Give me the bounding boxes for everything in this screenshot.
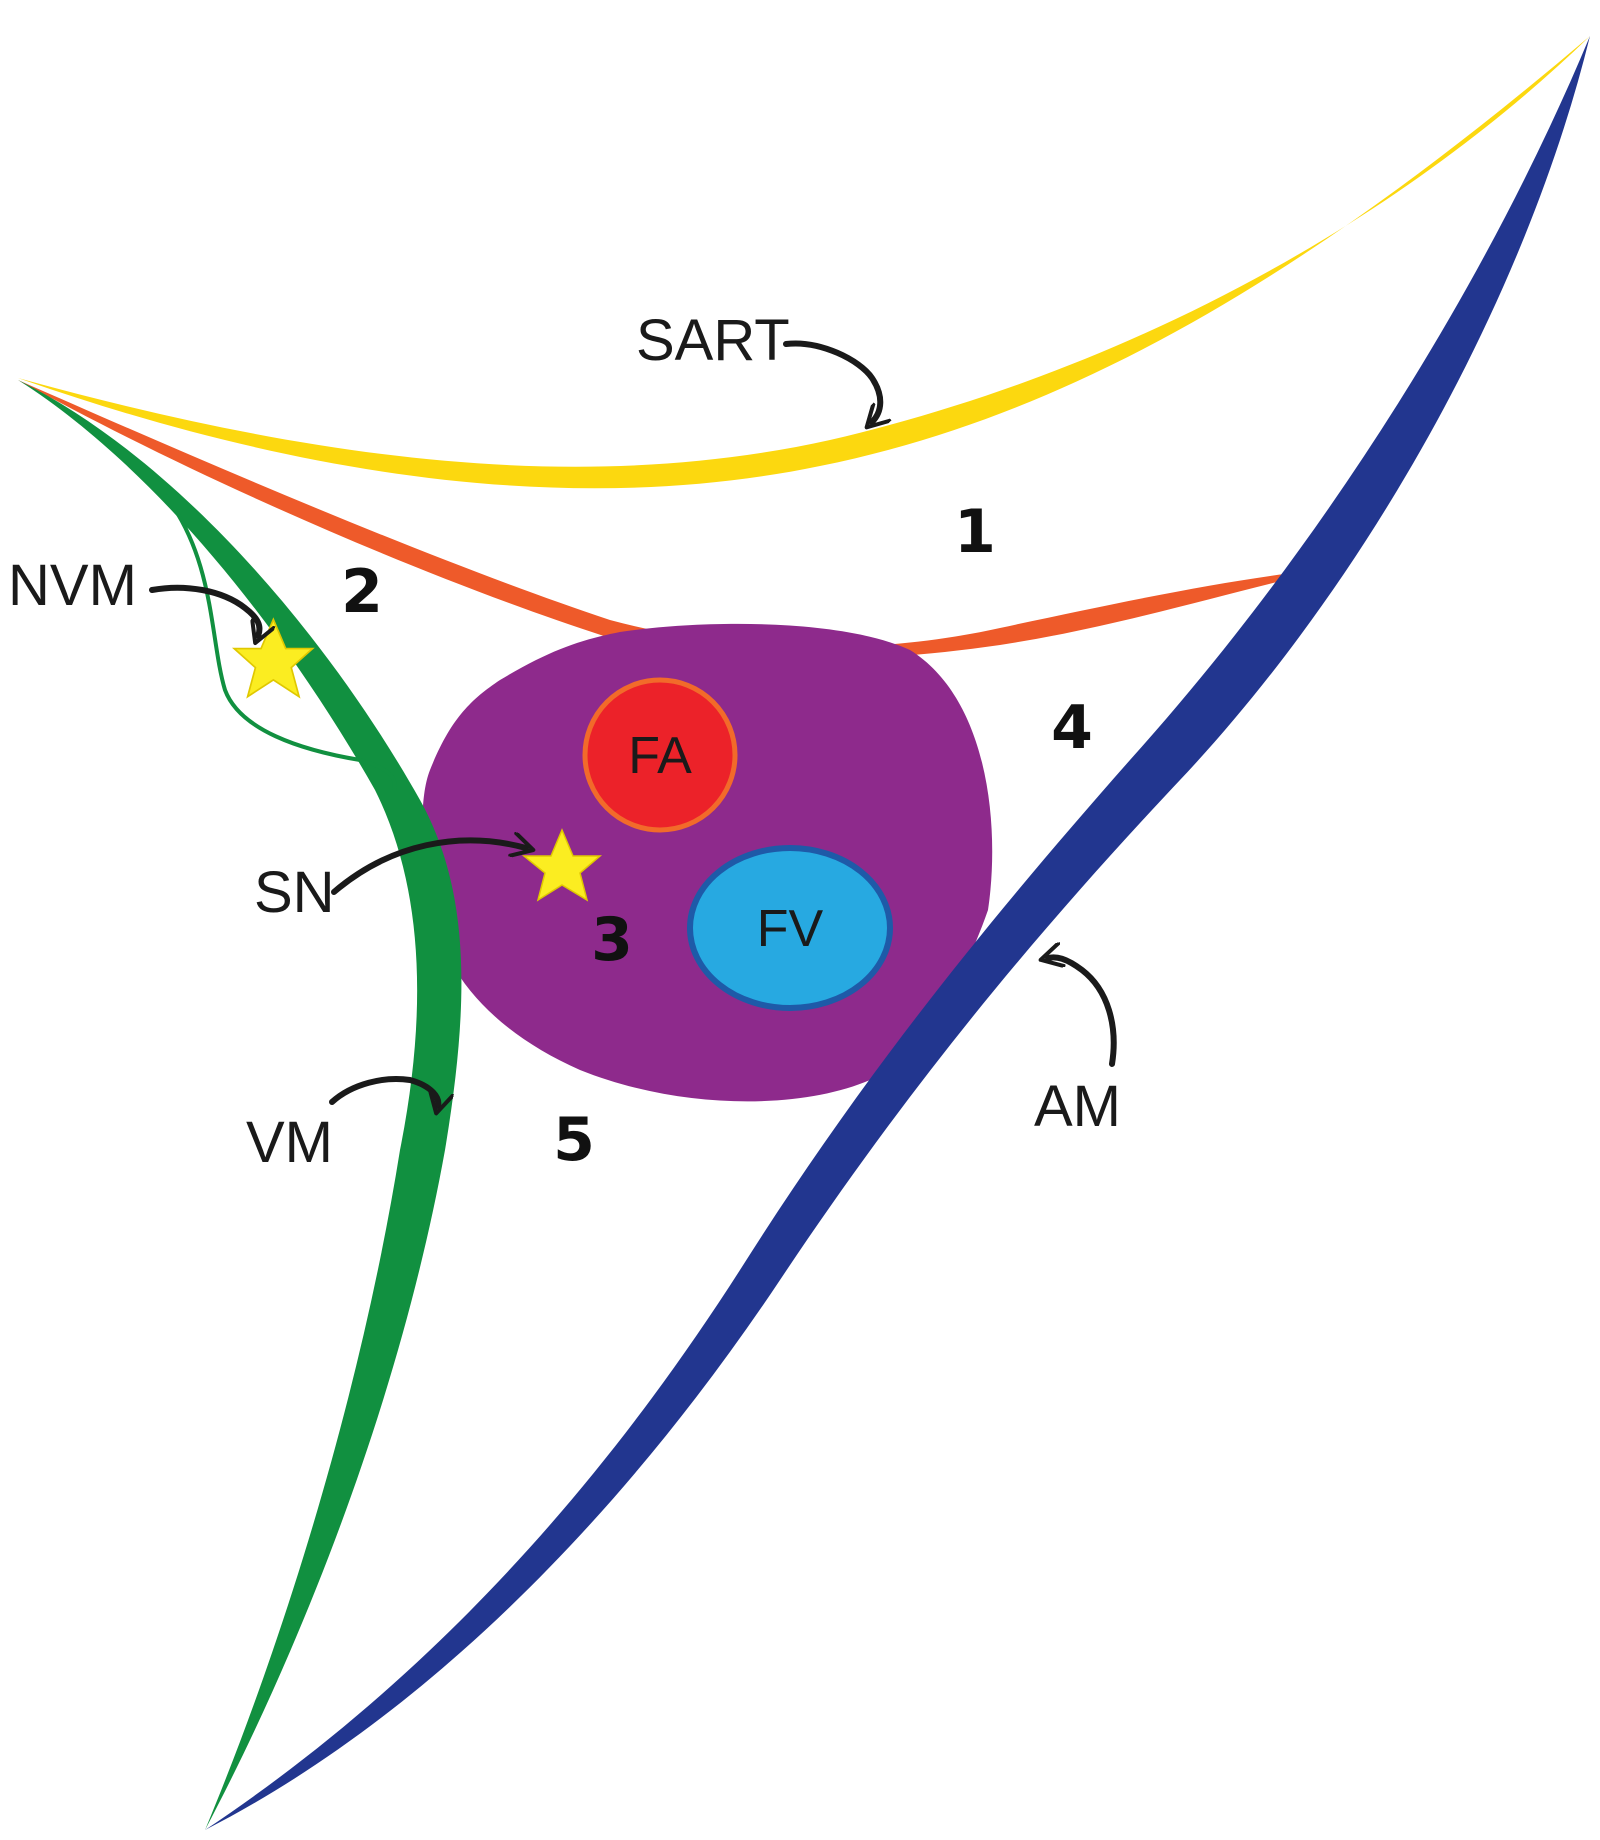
region-number-1: 1 [954, 497, 996, 567]
femoral-vein [687, 845, 893, 1011]
vastus-medialis-arrow [329, 1076, 438, 1106]
saphenous-nerve-arrow [331, 840, 526, 895]
femoral-vein-label: FV [757, 900, 824, 958]
femoral-artery [582, 677, 738, 833]
nerve-to-vastus-medialis-label: NVM [8, 553, 137, 618]
fascia-iliaca [18, 380, 1340, 660]
nerve-to-vastus-medialis-arrow [149, 584, 259, 636]
vastus-medialis-muscle [18, 380, 462, 1830]
adductor-magnus-arrow [1048, 957, 1117, 1067]
nerve-to-vastus-medialis-sheath [163, 493, 397, 791]
region-number-4: 4 [1051, 693, 1093, 763]
adductor-magnus-label: AM [1034, 1074, 1121, 1139]
region-number-5: 5 [553, 1105, 595, 1175]
sartorius-label: SART [636, 308, 790, 373]
nerve-to-vastus-medialis-star [231, 617, 315, 699]
sartorius-arrow [783, 340, 880, 422]
region-number-3: 3 [591, 905, 633, 975]
femoral-artery-label: FA [628, 727, 692, 785]
region-number-2: 2 [341, 557, 383, 627]
saphenous-nerve-label: SN [254, 860, 335, 925]
sartorius-muscle [18, 36, 1590, 489]
vastus-medialis-label: VM [246, 1110, 333, 1175]
